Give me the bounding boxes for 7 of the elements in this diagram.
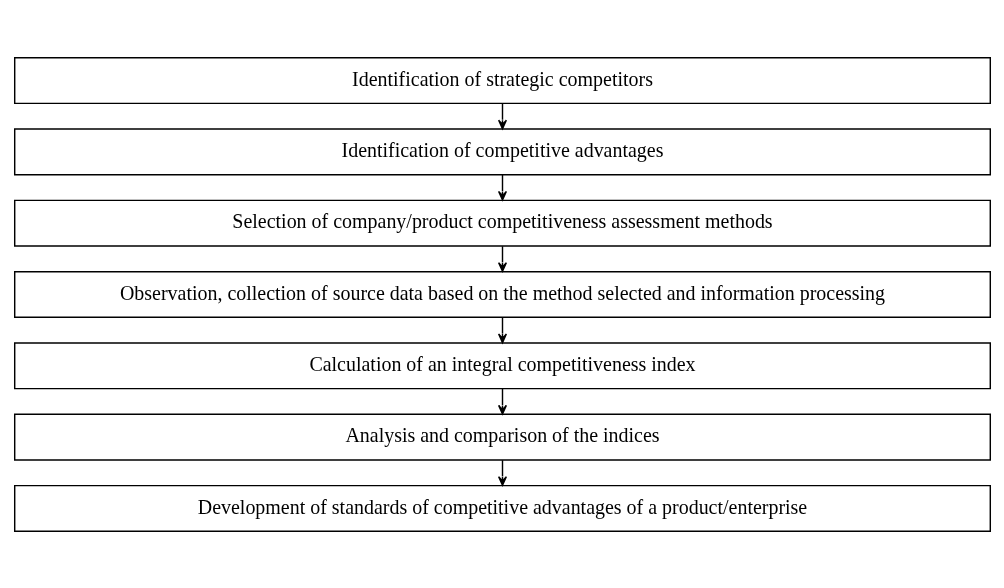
node-box: Calculation of an integral competitiveness index [13, 341, 991, 389]
node-box: Analysis and comparison of the indices [13, 413, 991, 461]
node-box: Identification of strategic competitors [13, 56, 991, 104]
node-box: Development of standards of competitive advantages of a product/enterprise [13, 484, 991, 532]
node-box: Identification of competitive advantages [13, 127, 991, 175]
node-box: Selection of company/product competitiveness assessment methods [13, 199, 991, 247]
node-box: Observation, collection of source data based on the method selected and information processing [13, 270, 991, 318]
